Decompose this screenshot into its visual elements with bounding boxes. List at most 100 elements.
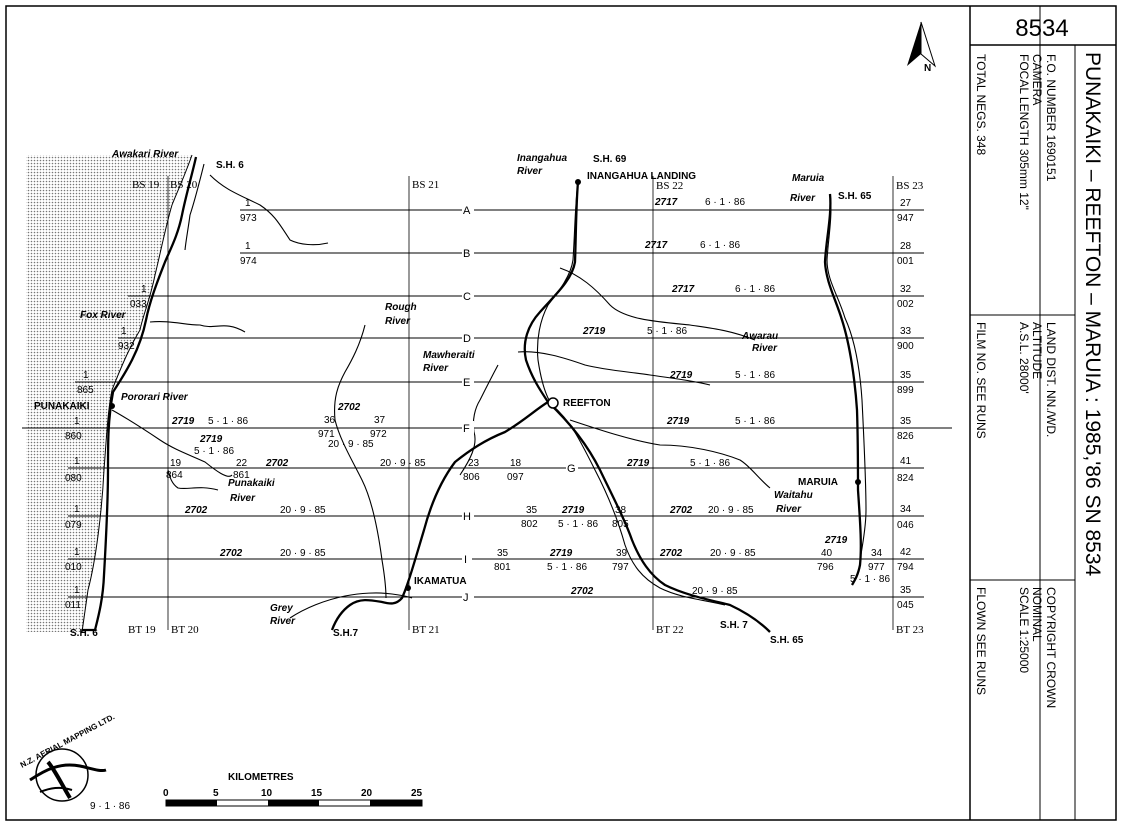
svg-text:861: 861: [233, 470, 250, 481]
label-punakaiki: PUNAKAIKI: [34, 401, 90, 412]
svg-text:973: 973: [240, 213, 257, 224]
north-arrow-icon: N: [907, 21, 937, 74]
svg-text:20 · 9 · 85: 20 · 9 · 85: [280, 505, 326, 516]
svg-text:2719: 2719: [666, 416, 690, 427]
svg-text:2719: 2719: [824, 535, 848, 546]
svg-text:932: 932: [118, 341, 135, 352]
info-panel: 8534 PUNAKAIKI – REEFTON – MARUIA : 1985…: [969, 6, 1116, 820]
label-awarau-river-1: Awarau: [741, 331, 778, 342]
label-inangahua-landing: INANGAHUA LANDING: [587, 171, 696, 182]
land-district: LAND DIST. NN./WD.: [1044, 322, 1058, 437]
svg-text:977: 977: [868, 562, 885, 573]
altitude-asl: A.S.L. 28000': [1017, 322, 1031, 394]
svg-text:806: 806: [463, 472, 480, 483]
svg-text:20 · 9 · 85: 20 · 9 · 85: [692, 586, 738, 597]
svg-text:2719: 2719: [549, 548, 573, 559]
svg-text:6 · 1 · 86: 6 · 1 · 86: [705, 197, 745, 208]
svg-text:34: 34: [871, 548, 883, 559]
north-label: N: [924, 63, 931, 74]
svg-text:5 · 1 · 86: 5 · 1 · 86: [647, 326, 687, 337]
highway-labels: S.H. 6 S.H. 69 S.H. 65 S.H. 6 S.H.7 S.H.…: [70, 154, 872, 646]
svg-text:947: 947: [897, 213, 914, 224]
logo-text: N.Z. AERIAL MAPPING LTD.: [19, 712, 117, 770]
road-secondary: [551, 404, 726, 606]
label-inangahua-river-2: River: [517, 166, 543, 177]
svg-text:2702: 2702: [265, 458, 289, 469]
coastline: [81, 154, 193, 633]
label-sh7-west: S.H.7: [333, 628, 358, 639]
svg-text:35: 35: [900, 585, 912, 596]
svg-text:42: 42: [900, 547, 912, 558]
sheet-number: 8534: [1015, 15, 1068, 42]
label-punakaiki-river-2: River: [230, 493, 256, 504]
svg-text:033: 033: [130, 299, 147, 310]
label-grey-river-2: River: [270, 616, 296, 627]
label-mawheraiti-river-1: Mawheraiti: [423, 350, 475, 361]
svg-text:19: 19: [170, 458, 182, 469]
svg-text:1: 1: [74, 504, 80, 515]
svg-text:001: 001: [897, 256, 914, 267]
label-maruia-river-2: River: [790, 193, 816, 204]
label-sh7-east: S.H. 7: [720, 620, 748, 631]
copyright: COPYRIGHT CROWN: [1044, 587, 1058, 708]
svg-text:974: 974: [240, 256, 257, 267]
strip-labels: BS 19 BS 20 BS 21 BS 22 BS 23 BT 19 BT 2…: [128, 179, 924, 636]
run-letter-d: D: [463, 333, 471, 345]
svg-text:36: 36: [324, 415, 336, 426]
svg-text:865: 865: [77, 385, 94, 396]
label-waitahu-river-2: River: [776, 504, 802, 515]
svg-text:5 · 1 · 86: 5 · 1 · 86: [850, 574, 890, 585]
scale-bar-title: KILOMETRES: [228, 772, 294, 783]
label-sh69: S.H. 69: [593, 154, 627, 165]
strip-bs21: BS 21: [412, 179, 439, 191]
svg-text:41: 41: [900, 456, 912, 467]
svg-text:1: 1: [245, 241, 251, 252]
label-rough-river-2: River: [385, 316, 411, 327]
label-sh65-north: S.H. 65: [838, 191, 872, 202]
sheet-date: 9 · 1 · 86: [90, 801, 130, 812]
focal-length: FOCAL LENGTH 305mm 12": [1017, 54, 1031, 210]
svg-text:40: 40: [821, 548, 833, 559]
svg-text:080: 080: [65, 473, 82, 484]
svg-text:20 · 9 · 85: 20 · 9 · 85: [280, 548, 326, 559]
label-awakari-river: Awakari River: [111, 149, 179, 160]
strip-bt22: BT 22: [656, 624, 684, 636]
svg-text:5 · 1 · 86: 5 · 1 · 86: [547, 562, 587, 573]
svg-text:1: 1: [74, 416, 80, 427]
svg-text:2702: 2702: [337, 402, 361, 413]
svg-text:1: 1: [121, 326, 127, 337]
run-lines: [22, 209, 952, 598]
run-letter-e: E: [463, 377, 470, 389]
svg-text:2719: 2719: [199, 434, 223, 445]
svg-text:18: 18: [510, 458, 522, 469]
label-sh6-south: S.H. 6: [70, 628, 98, 639]
fo-number: F.O. NUMBER 1690151: [1044, 54, 1058, 182]
label-awarau-river-2: River: [752, 343, 778, 354]
svg-text:2719: 2719: [626, 458, 650, 469]
svg-text:37: 37: [374, 415, 386, 426]
label-maruia: MARUIA: [798, 477, 838, 488]
run-letter-j: J: [463, 592, 469, 604]
svg-text:2719: 2719: [582, 326, 606, 337]
svg-text:34: 34: [900, 504, 912, 515]
svg-text:2717: 2717: [654, 197, 678, 208]
svg-text:20 · 9 · 85: 20 · 9 · 85: [710, 548, 756, 559]
svg-text:1: 1: [74, 547, 80, 558]
svg-text:002: 002: [897, 299, 914, 310]
svg-text:35: 35: [900, 370, 912, 381]
run-letters: A B C D E F G H I J: [462, 203, 578, 604]
svg-text:28: 28: [900, 241, 912, 252]
strip-bs23: BS 23: [896, 180, 924, 192]
scale-bar: KILOMETRES 0 5 10 15 20 25: [163, 772, 423, 807]
strip-bs19: BS 19: [132, 179, 160, 191]
svg-text:802: 802: [521, 519, 538, 530]
altitude-label: ALTITUDE: [1030, 322, 1044, 379]
svg-text:2702: 2702: [669, 505, 693, 516]
svg-text:796: 796: [817, 562, 834, 573]
svg-text:971: 971: [318, 429, 335, 440]
svg-text:860: 860: [65, 431, 82, 442]
svg-text:1: 1: [245, 198, 251, 209]
